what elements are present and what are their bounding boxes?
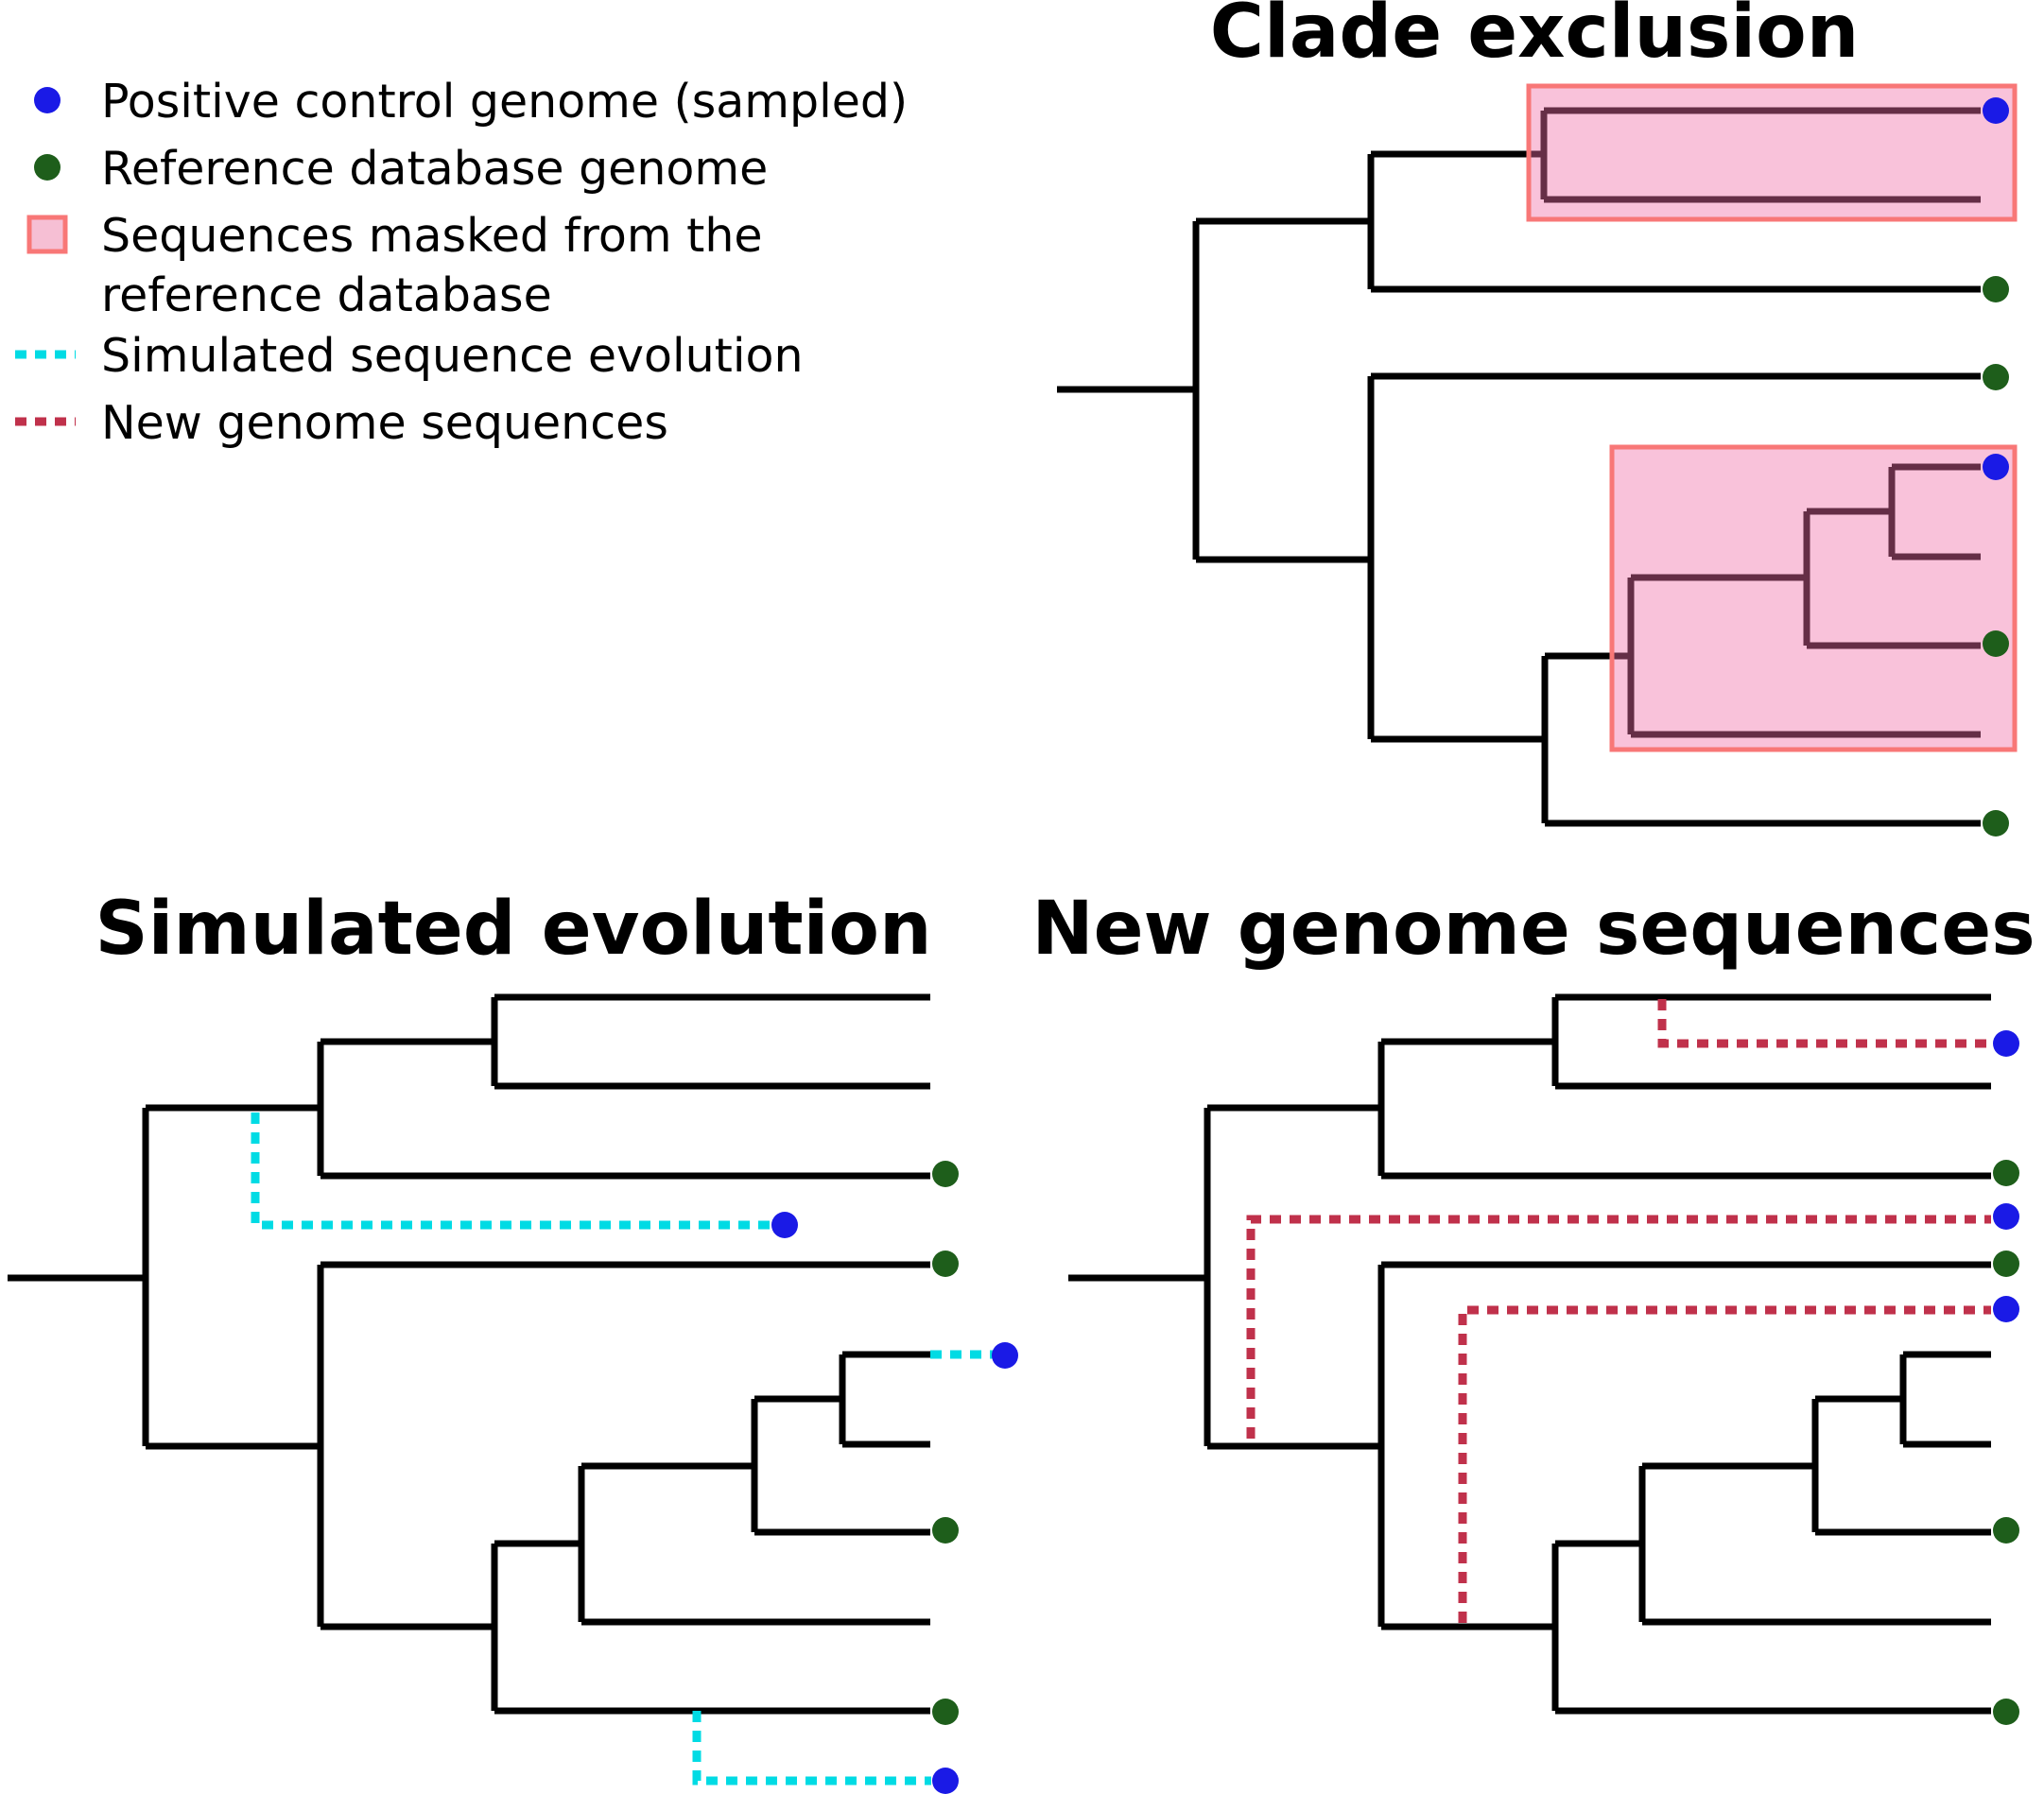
new-genome-path xyxy=(1246,1215,1991,1439)
positive-control-marker xyxy=(1983,97,2009,124)
reference-genome-marker xyxy=(1983,276,2009,302)
positive-control-marker xyxy=(1983,454,2009,480)
positive-control-marker xyxy=(1993,1296,2019,1322)
simulated-evolution-tree xyxy=(8,993,930,1715)
legend-positive-control: Positive control genome (sampled) xyxy=(101,75,908,129)
clade-exclusion-tree xyxy=(1057,107,1981,827)
simulated-evolution-title: Simulated evolution xyxy=(95,887,931,972)
reference-genome-marker xyxy=(1983,630,2009,657)
reference-genome-marker xyxy=(1993,1699,2019,1725)
reference-genome-marker xyxy=(932,1251,959,1277)
reference-genome-legend-marker xyxy=(34,154,61,181)
positive-control-marker xyxy=(932,1768,959,1794)
new-genome-path xyxy=(1458,1305,1991,1623)
new-genome-sequences-tree xyxy=(1068,993,1991,1715)
reference-genome-marker xyxy=(1993,1251,2019,1277)
masked-legend-marker xyxy=(26,215,68,254)
new-genome-sequences-panel: New genome sequences xyxy=(1031,887,2035,1725)
reference-genome-marker xyxy=(932,1699,959,1725)
positive-control-marker xyxy=(1993,1203,2019,1230)
clade-exclusion-panel: Clade exclusion xyxy=(1057,0,2018,837)
reference-genome-marker xyxy=(1983,810,2009,837)
reference-genome-marker xyxy=(932,1517,959,1544)
clade-exclusion-title: Clade exclusion xyxy=(1210,0,1860,75)
reference-genome-marker xyxy=(1993,1160,2019,1186)
simulated-evolution-panel: Simulated evolution xyxy=(8,887,1018,1794)
masked-region-lower xyxy=(1609,444,2018,752)
legend-masked-line2: reference database xyxy=(101,268,552,322)
legend-masked-line1: Sequences masked from the xyxy=(101,209,763,263)
positive-control-marker xyxy=(1993,1030,2019,1057)
simulated-evolution-path xyxy=(692,1711,931,1785)
masked-region-upper xyxy=(1526,83,2018,222)
legend-new-genomes: New genome sequences xyxy=(101,396,668,450)
positive-control-marker xyxy=(771,1212,798,1238)
legend-simulated: Simulated sequence evolution xyxy=(101,329,804,383)
positive-control-legend-marker xyxy=(34,87,61,113)
reference-genome-marker xyxy=(1983,364,2009,390)
reference-genome-marker xyxy=(1993,1517,2019,1544)
reference-genome-marker xyxy=(932,1161,959,1187)
positive-control-marker xyxy=(992,1342,1018,1369)
new-genome-path xyxy=(1657,999,1991,1048)
simulated-evolution-path xyxy=(251,1113,771,1230)
legend-reference-genome: Reference database genome xyxy=(101,142,768,196)
legend: Positive control genome (sampled) Refere… xyxy=(15,75,908,450)
new-genome-sequences-title: New genome sequences xyxy=(1031,887,2035,972)
